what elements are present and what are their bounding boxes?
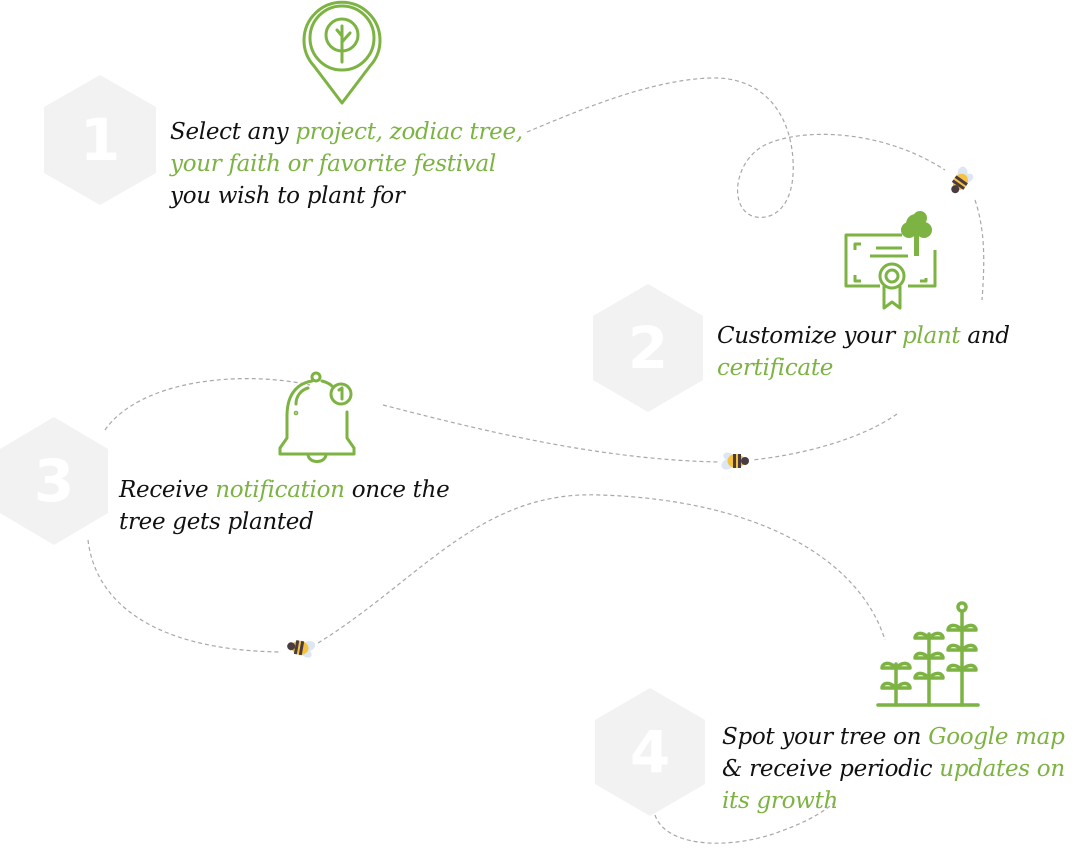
bee-icon	[951, 166, 974, 194]
step-4-text-plain: & receive periodic	[722, 756, 940, 782]
step-2-text-plain: and	[960, 323, 1010, 349]
step-4-hexagon: 4	[595, 688, 705, 816]
step-1-text-highlight: your faith or favorite festival	[170, 151, 496, 177]
step-4-text-highlight: updates on	[939, 756, 1065, 782]
step-3-text-plain: Receive	[119, 477, 216, 503]
tree-certificate-icon	[844, 211, 937, 310]
step-2-hexagon: 2	[593, 284, 703, 412]
step-1-hexagon: 1	[44, 75, 156, 205]
step-3-text: Receive notification once the tree gets …	[119, 474, 479, 538]
step-1-text-plain: you wish to plant for	[170, 183, 405, 209]
step-2-text-plain: Customize your	[717, 323, 902, 349]
notification-bell-icon	[278, 371, 356, 463]
step-1-number: 1	[79, 106, 121, 174]
step-4-number: 4	[629, 718, 671, 786]
growing-plants-icon	[876, 601, 980, 707]
step-3-text-plain: once the	[344, 477, 450, 503]
step-4-text: Spot your tree on Google map & receive p…	[722, 721, 1073, 817]
step-2-text-highlight: certificate	[717, 355, 834, 381]
step-1-text: Select any project, zodiac tree, your fa…	[170, 116, 550, 212]
step-2-text: Customize your plant and certificate	[717, 320, 1057, 384]
step-3-text-plain: tree gets planted	[119, 509, 314, 535]
step-4-text-plain: Spot your tree on	[722, 724, 929, 750]
step-2-number: 2	[627, 314, 669, 382]
tree-location-pin-icon	[302, 0, 382, 105]
bee-icon	[721, 452, 749, 470]
step-1-text-plain: Select any	[170, 119, 296, 145]
step-4-text-highlight: its growth	[722, 788, 839, 814]
step-4-text-highlight: Google map	[928, 724, 1065, 750]
step-1-text-highlight: project, zodiac tree,	[295, 119, 523, 145]
step-3-hexagon: 3	[0, 417, 108, 545]
step-2-text-highlight: plant	[901, 323, 961, 349]
step-3-text-highlight: notification	[215, 477, 345, 503]
step-3-number: 3	[33, 447, 75, 515]
bee-icon	[287, 640, 316, 658]
